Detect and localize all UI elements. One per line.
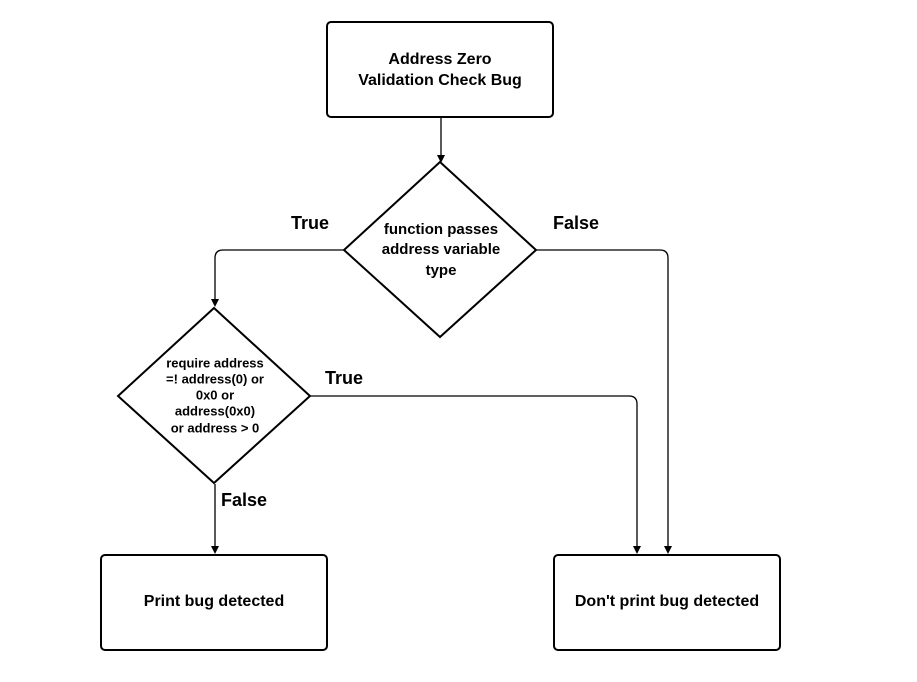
edge-label-decision1-false: False (553, 213, 599, 233)
decision-1-diamond (342, 160, 538, 339)
decision-2: require address =! address(0) or 0x0 or … (116, 306, 312, 485)
decision-1-line2: address variable (382, 241, 500, 258)
result-left-label: Print bug detected (144, 593, 284, 610)
decision-1-line1: function passes (384, 221, 498, 238)
edges (211, 118, 672, 554)
decision-1: function passes address variable type (342, 160, 538, 339)
edge-decision1-false (536, 249, 669, 548)
decision-2-diamond (116, 306, 312, 485)
edge-decision2-true (310, 395, 638, 548)
arrowhead-result-left (211, 546, 219, 554)
result-right-label: Don't print bug detected (575, 593, 759, 610)
arrowhead-result-right-a (664, 546, 672, 554)
result-left: Print bug detected (100, 554, 328, 651)
decision-2-line3: 0x0 or (196, 387, 234, 402)
edge-label-decision2-true: True (325, 368, 363, 388)
arrowhead-result-right-b (633, 546, 641, 554)
decision-2-line5: or address > 0 (171, 420, 260, 435)
result-left-shape (100, 554, 328, 651)
decision-1-line3: type (426, 262, 457, 279)
start-box-shape (326, 21, 554, 118)
edge-decision1-true (214, 249, 346, 301)
result-right-shape (553, 554, 781, 651)
arrowhead-decision2 (211, 299, 219, 307)
result-right: Don't print bug detected (553, 554, 781, 651)
edge-label-decision2-false: False (221, 490, 267, 510)
arrowhead-decision1 (437, 155, 445, 163)
start-box: Address Zero Validation Check Bug (326, 21, 554, 118)
decision-2-line4: address(0x0) (175, 403, 255, 418)
decision-2-line1: require address (166, 355, 264, 370)
decision-2-line2: =! address(0) or (166, 371, 264, 386)
start-box-line2: Validation Check Bug (358, 72, 522, 89)
edge-label-decision1-true: True (291, 213, 329, 233)
start-box-line1: Address Zero (388, 51, 491, 68)
edge-labels: True False True False (221, 213, 599, 510)
